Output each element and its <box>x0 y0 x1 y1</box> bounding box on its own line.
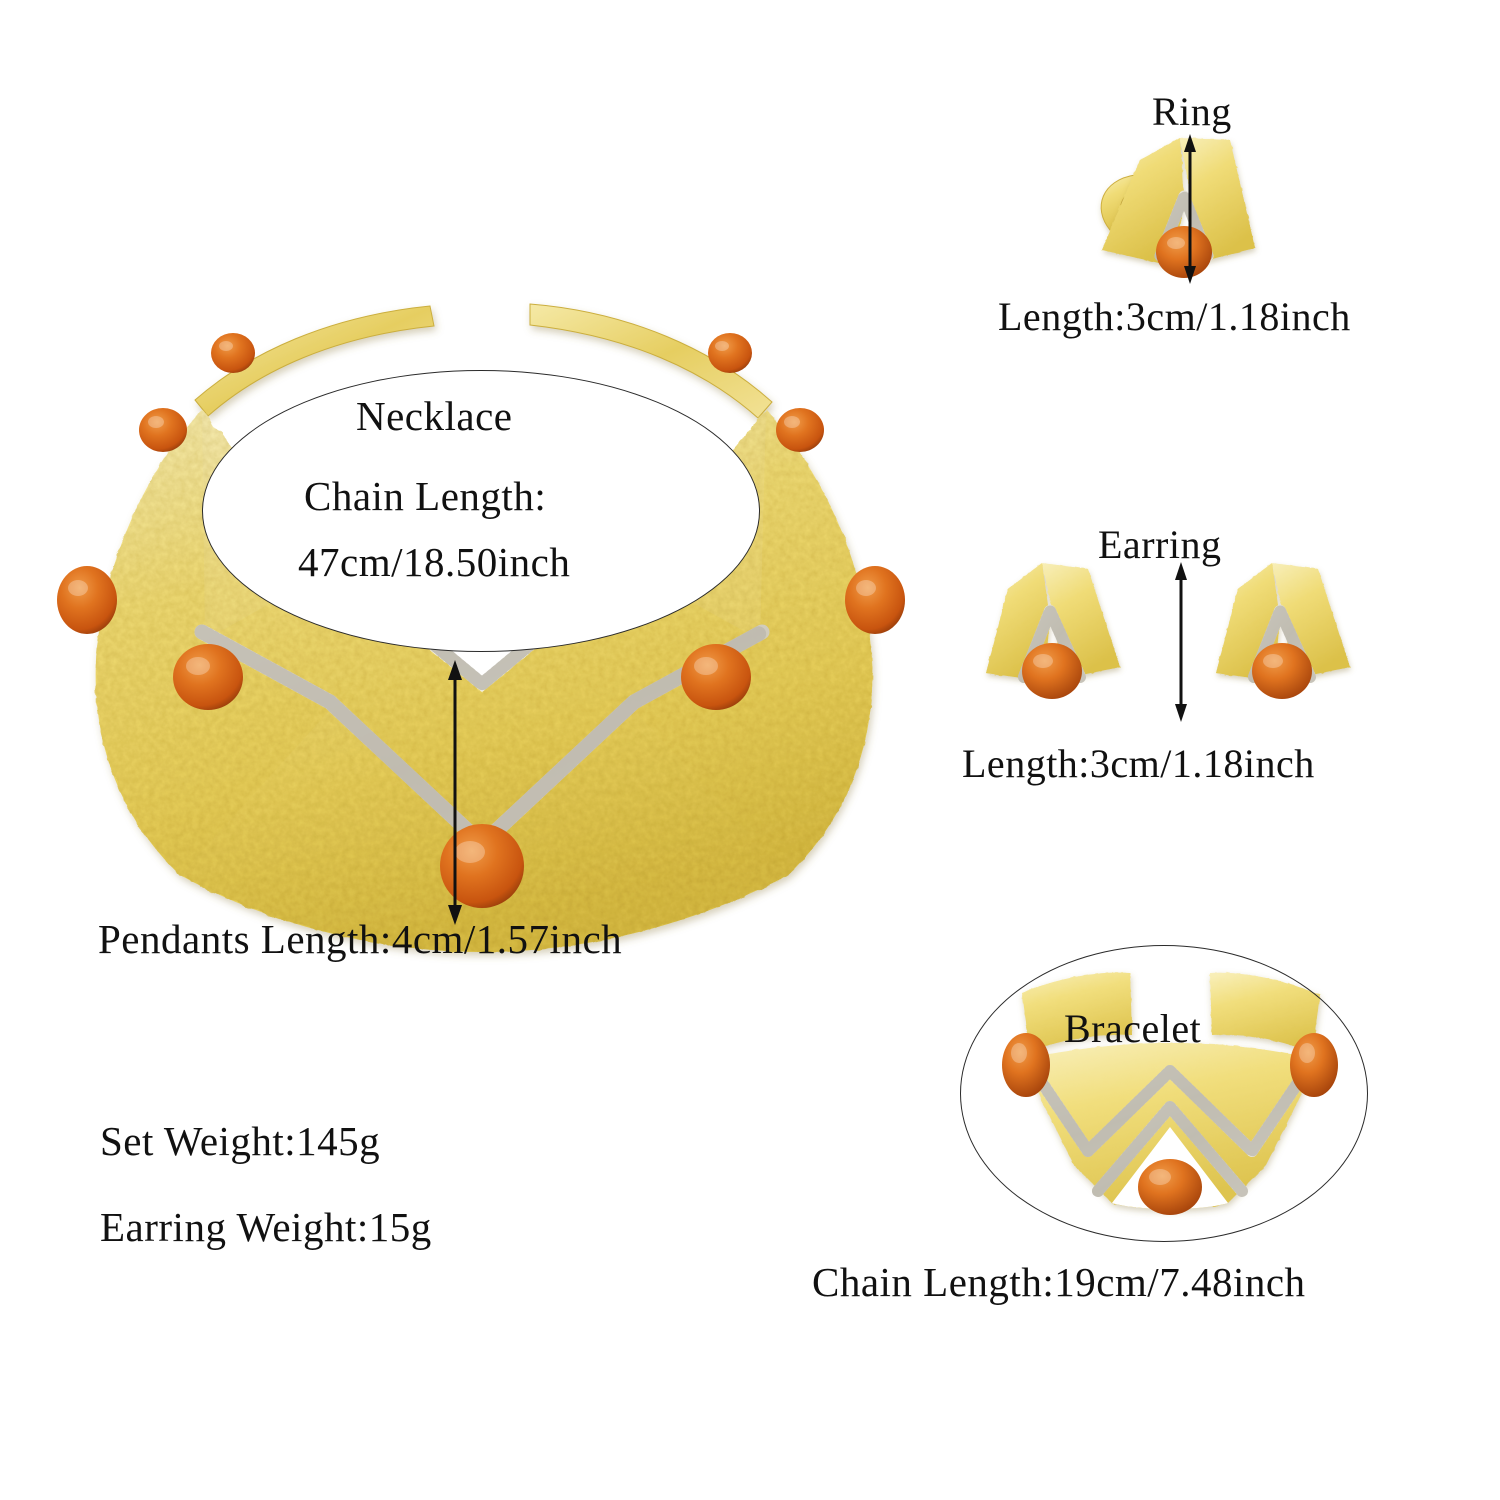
set-weight-text: Set Weight:145g <box>100 1118 381 1164</box>
pendant-length-arrow <box>440 660 470 925</box>
necklace-chain-label: Chain Length: <box>304 473 547 519</box>
necklace-callout-ellipse <box>202 370 760 652</box>
necklace-title: Necklace <box>356 393 513 439</box>
earring-length-arrow <box>1168 562 1194 722</box>
necklace-chain-value: 47cm/18.50inch <box>298 539 571 585</box>
ring-image <box>1080 130 1310 300</box>
bracelet-title: Bracelet <box>1064 1006 1202 1051</box>
earring-image-left <box>980 555 1160 715</box>
ring-length-text: Length:3cm/1.18inch <box>998 294 1351 339</box>
ring-title: Ring <box>1152 89 1232 134</box>
necklace-stones <box>57 333 905 908</box>
earring-weight-text: Earring Weight:15g <box>100 1204 432 1250</box>
bracelet-chain-length: Chain Length:19cm/7.48inch <box>812 1259 1306 1305</box>
necklace-pendant-length: Pendants Length:4cm/1.57inch <box>98 916 623 962</box>
earring-image-right <box>1210 555 1390 715</box>
earring-length-text: Length:3cm/1.18inch <box>962 741 1315 786</box>
ring-length-arrow <box>1177 134 1203 284</box>
bracelet-image <box>980 955 1360 1225</box>
earring-title: Earring <box>1098 522 1222 567</box>
